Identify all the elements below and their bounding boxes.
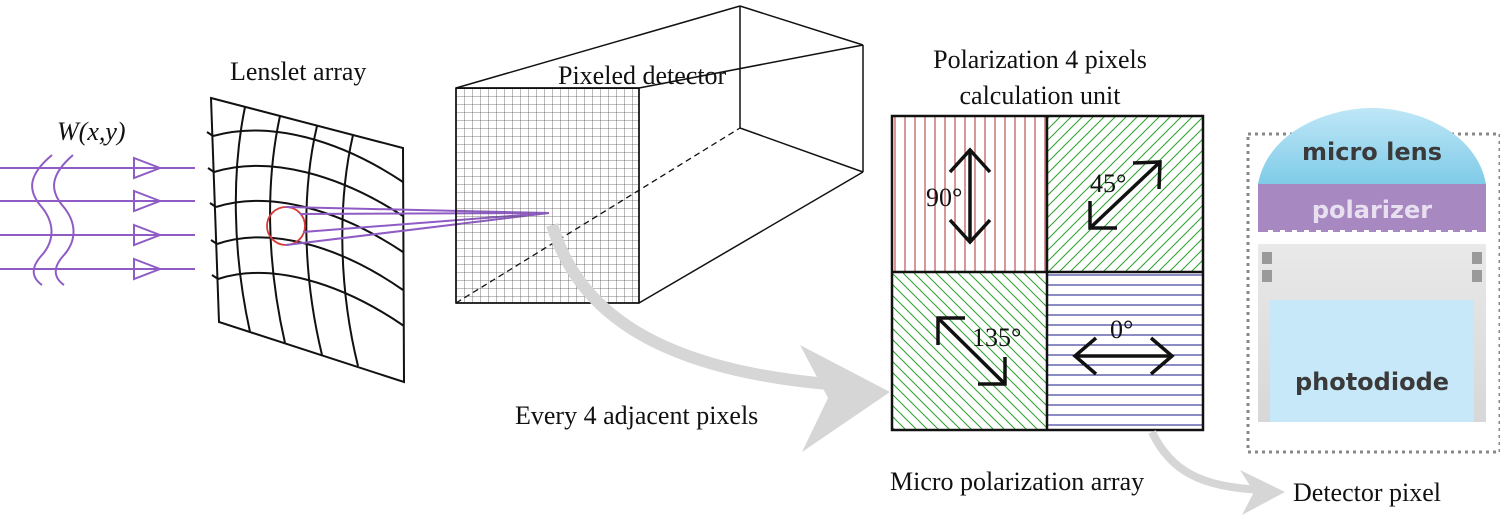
wire-grid [1268, 230, 1477, 242]
micro-lens-label: micro lens [1302, 138, 1442, 166]
arrow-90-icon [948, 147, 992, 245]
arrow-45-icon [1088, 160, 1162, 230]
angle-label-0: 0° [1110, 315, 1133, 344]
photodiode-region [1270, 300, 1474, 422]
detector-pixel-cross-section: micro lens polarizer [1246, 108, 1500, 454]
pixeled-detector [455, 5, 864, 304]
micro-polarization-array-label: Micro polarization array [890, 467, 1144, 496]
micro-polarization-array: 90° 45° 135° 0° [890, 114, 1205, 432]
wavefront-label: W(x,y) [57, 117, 126, 146]
arrow-0-icon [1072, 336, 1175, 376]
detector-pixel-label: Detector pixel [1293, 478, 1441, 507]
polarizer-layer [1258, 184, 1486, 232]
polarizer-cell-0 [1047, 272, 1203, 430]
arrow-135-icon [936, 316, 1007, 386]
lenslet-array-label: Lenslet array [230, 57, 366, 86]
pixeled-detector-label: Pixeled detector [558, 61, 727, 90]
lenslet-array [206, 96, 406, 384]
unit-title-line1: Polarization 4 pixels [933, 45, 1147, 74]
angle-label-45: 45° [1090, 169, 1126, 198]
wavefront-rays [0, 154, 195, 286]
pixel-group-connector-arrow [546, 223, 890, 452]
polarizer-layer-label: polarizer [1312, 196, 1432, 224]
angle-label-135: 135° [972, 323, 1021, 352]
every-4-pixels-label: Every 4 adjacent pixels [515, 401, 758, 430]
unit-title-line2: calculation unit [959, 81, 1121, 110]
photodiode-label: photodiode [1295, 368, 1449, 396]
micro-lens-shape [1258, 108, 1486, 184]
angle-label-90: 90° [926, 183, 962, 212]
detector-pixel-connector-arrow [1148, 430, 1285, 515]
